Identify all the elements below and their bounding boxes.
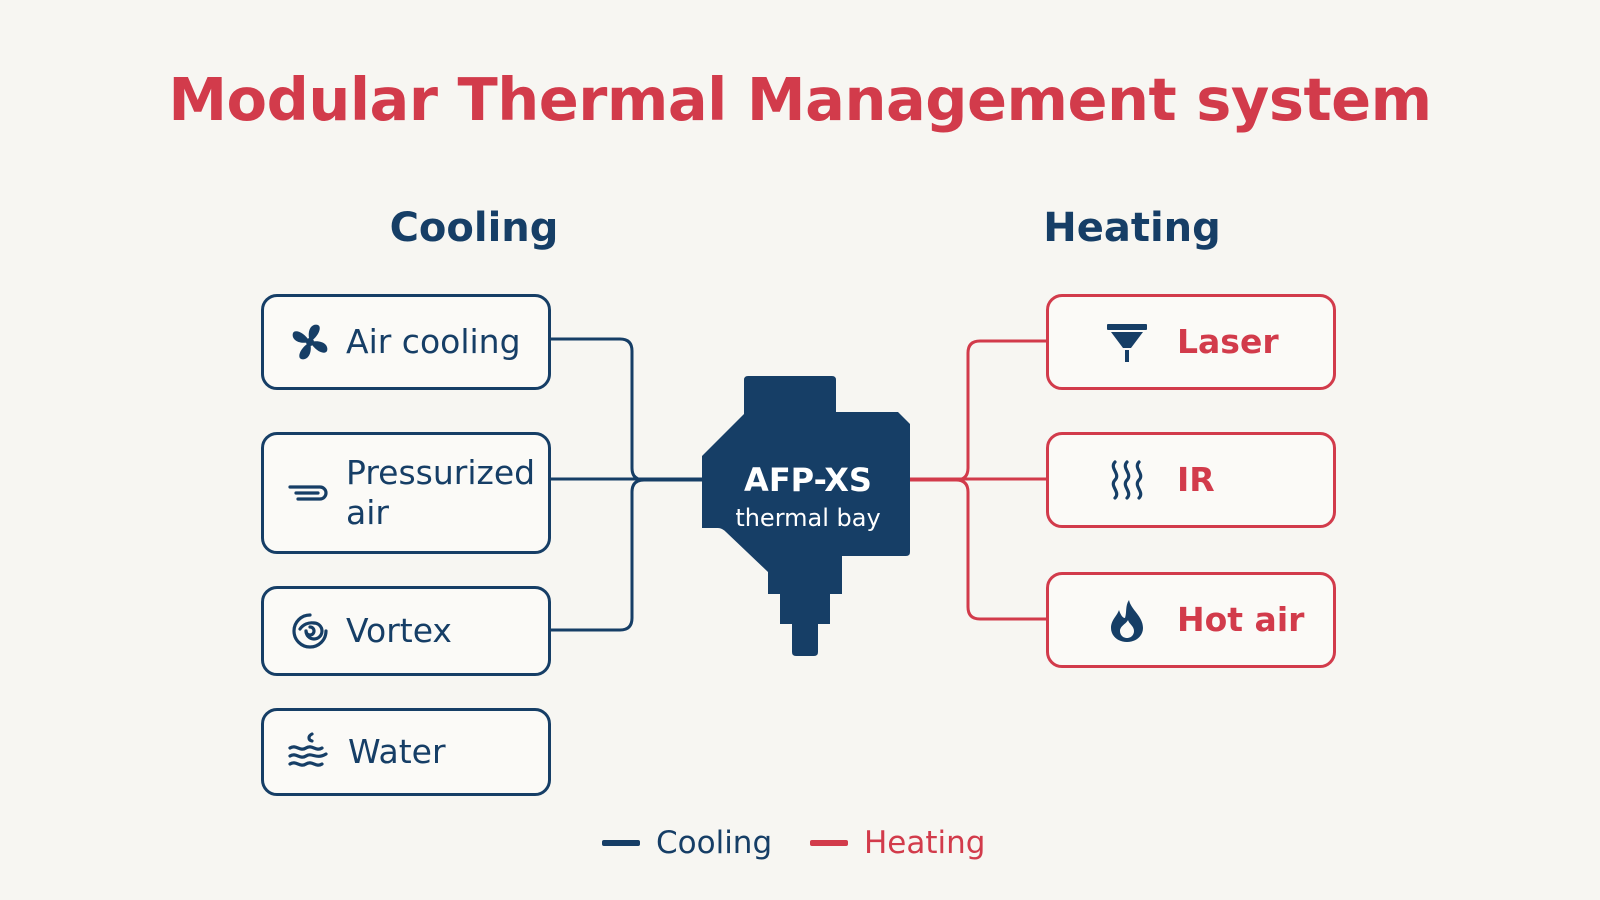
cooling-option-label: Vortex bbox=[346, 611, 452, 650]
cooling-option-pressurized-air[interactable]: Pressurized air bbox=[261, 432, 551, 554]
legend-cooling-swatch bbox=[602, 840, 640, 846]
wire-air-cooling bbox=[550, 337, 702, 482]
fan-icon bbox=[282, 314, 338, 370]
cooling-option-vortex[interactable]: Vortex bbox=[261, 586, 551, 676]
cooling-heading: Cooling bbox=[389, 205, 559, 251]
cooling-option-label: Pressurized air bbox=[346, 453, 536, 532]
infrared-icon bbox=[1099, 452, 1155, 508]
cooling-option-label: Water bbox=[348, 732, 446, 771]
heating-option-ir[interactable]: IR bbox=[1046, 432, 1336, 528]
legend-heating-swatch bbox=[810, 840, 848, 846]
heating-option-label: IR bbox=[1177, 460, 1215, 499]
heating-option-label: Hot air bbox=[1177, 600, 1305, 639]
wire-hot-air bbox=[955, 478, 1046, 621]
wire-laser bbox=[908, 339, 1046, 482]
legend-heating: Heating bbox=[810, 822, 985, 864]
flame-icon bbox=[1099, 592, 1155, 648]
legend-cooling-label: Cooling bbox=[656, 825, 773, 861]
heating-heading: Heating bbox=[1043, 205, 1221, 251]
cooling-option-air-cooling[interactable]: Air cooling bbox=[261, 294, 551, 390]
legend-cooling: Cooling bbox=[602, 822, 772, 864]
cooling-option-water[interactable]: Water bbox=[261, 708, 551, 796]
laser-icon bbox=[1099, 314, 1155, 370]
hub-label-line2: thermal bay bbox=[735, 504, 880, 532]
water-icon bbox=[282, 724, 338, 780]
wire-vortex bbox=[550, 478, 645, 632]
thermal-bay-hub bbox=[702, 376, 910, 656]
hub-label-line1: AFP-XS bbox=[744, 461, 872, 499]
page-title: Modular Thermal Management system bbox=[168, 65, 1432, 134]
heating-option-laser[interactable]: Laser bbox=[1046, 294, 1336, 390]
airflow-icon bbox=[282, 465, 338, 521]
cooling-option-label: Air cooling bbox=[346, 322, 521, 361]
vortex-icon bbox=[282, 603, 338, 659]
heating-option-hot-air[interactable]: Hot air bbox=[1046, 572, 1336, 668]
legend-heating-label: Heating bbox=[864, 825, 986, 861]
heating-option-label: Laser bbox=[1177, 322, 1279, 361]
